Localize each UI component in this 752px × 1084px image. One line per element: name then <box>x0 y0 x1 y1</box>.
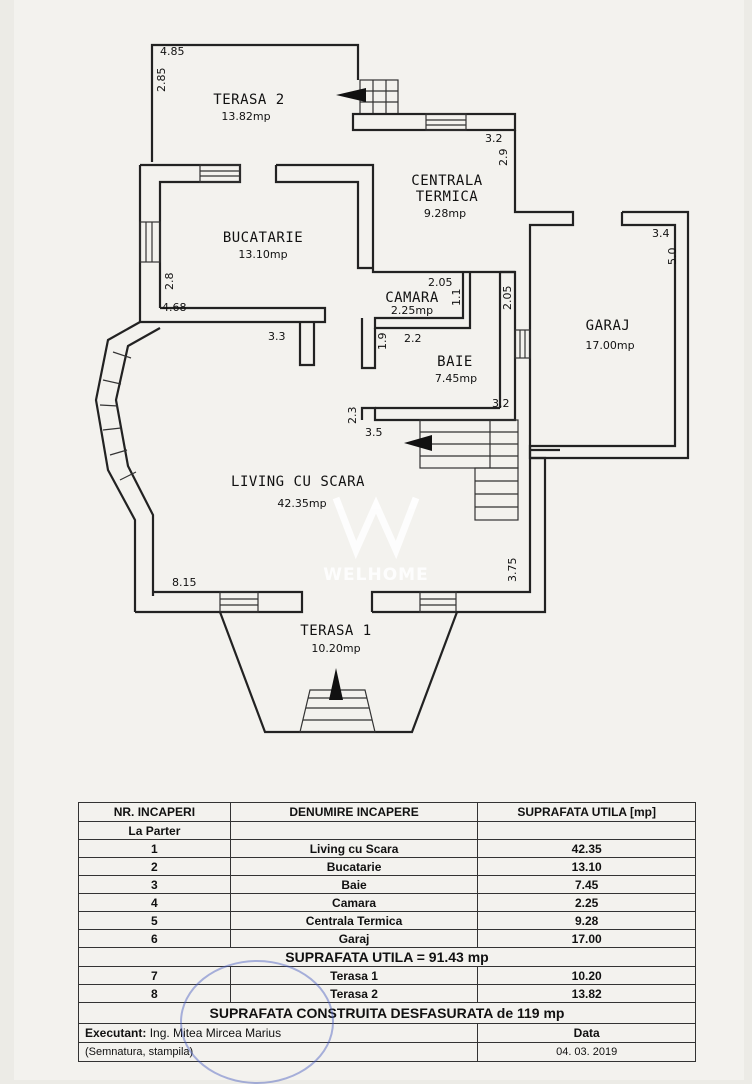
dim-label: 3.2 <box>485 132 503 145</box>
room-area-garaj: 17.00mp <box>585 339 634 352</box>
dim-label: 4.85 <box>160 45 185 58</box>
total-suprafata-construita: SUPRAFATA CONSTRUITA DESFASURATA de 119 … <box>78 1002 696 1024</box>
dim-label: 3.2 <box>492 397 510 410</box>
data-label: Data <box>477 1023 696 1043</box>
terasa-1-walls <box>218 611 459 734</box>
dim-label: 1.9 <box>376 333 389 351</box>
dim-label: 2.85 <box>155 68 168 93</box>
room-area-table: NR. INCAPERI DENUMIRE INCAPERE SUPRAFATA… <box>77 802 696 1062</box>
room-label-terasa-1: TERASA 1 <box>300 623 371 639</box>
bucatarie-walls <box>138 163 327 367</box>
executant-cell: Executant: Ing. Mitea Mircea Marius <box>77 1023 479 1043</box>
room-label-terasa-2: TERASA 2 <box>213 92 284 108</box>
dim-label: 2.05 <box>501 286 514 311</box>
dim-label: 3.75 <box>506 558 519 583</box>
room-label-baie: BAIE <box>437 354 473 370</box>
garaj-walls <box>528 210 690 460</box>
window-icon <box>219 591 259 613</box>
room-area-living: 42.35mp <box>277 497 326 510</box>
executant-name: Ing. Mitea Mircea Marius <box>149 1026 282 1040</box>
centrala-termica-walls <box>274 130 575 450</box>
total-suprafata-utila: SUPRAFATA UTILA = 91.43 mp <box>78 947 696 967</box>
room-area-centrala: 9.28mp <box>424 207 466 220</box>
table-header-nr: NR. INCAPERI <box>78 802 231 822</box>
window-icon <box>514 329 531 359</box>
dim-label: 5.0 <box>666 248 679 266</box>
table-header-suprafata: SUPRAFATA UTILA [mp] <box>477 802 696 822</box>
dim-label: 3.3 <box>268 330 286 343</box>
dim-label: 2.8 <box>163 273 176 291</box>
staircase <box>404 419 519 521</box>
entry-arrow-icon <box>329 668 343 700</box>
welhome-logo: WELHOME <box>323 496 428 585</box>
room-area-baie: 7.45mp <box>435 372 477 385</box>
floor-plan: WELHOME TERASA 2 13.82mp CENTRALA TERMIC… <box>94 43 690 734</box>
terasa-2-walls <box>150 43 517 162</box>
dim-label: 3.4 <box>652 227 670 240</box>
watermark-text: WELHOME <box>323 565 428 585</box>
room-label-bucatarie: BUCATARIE <box>223 230 303 246</box>
executant-label: Executant: <box>85 1026 147 1040</box>
dim-label: 2.05 <box>428 276 453 289</box>
room-label-camara: CAMARA <box>385 290 439 306</box>
dim-label: 2.9 <box>497 149 510 167</box>
room-label-garaj: GARAJ <box>586 318 631 334</box>
room-label-centrala: CENTRALA <box>411 173 483 189</box>
table-row: 5 Centrala Termica 9.28 <box>78 911 696 930</box>
dim-label: 2.2 <box>404 332 422 345</box>
room-area-terasa-1: 10.20mp <box>311 642 360 655</box>
table-header-denumire: DENUMIRE INCAPERE <box>229 802 479 822</box>
living-walls <box>94 321 560 614</box>
dim-label: 4.68 <box>162 301 187 314</box>
table-row: 3 Baie 7.45 <box>78 875 696 894</box>
window-icon <box>425 113 467 131</box>
semnatura-label: (Semnatura, stampila) <box>77 1042 479 1062</box>
table-level-label: La Parter <box>78 821 231 840</box>
table-row: 4 Camara 2.25 <box>78 893 696 912</box>
room-area-terasa-2: 13.82mp <box>221 110 270 123</box>
window-icon <box>139 221 161 263</box>
room-label-living: LIVING CU SCARA <box>231 474 365 490</box>
window-icon <box>199 164 241 183</box>
table-row: 8 Terasa 2 13.82 <box>78 984 696 1003</box>
dim-label: 1.1 <box>450 289 463 307</box>
table-row: 6 Garaj 17.00 <box>78 929 696 948</box>
dim-label: 8.15 <box>172 576 197 589</box>
window-icon <box>419 591 457 613</box>
entry-arrow-icon <box>336 88 366 102</box>
table-row: 1 Living cu Scara 42.35 <box>78 839 696 858</box>
room-area-bucatarie: 13.10mp <box>238 248 287 261</box>
dim-label: 2.3 <box>346 407 359 425</box>
table-row: 7 Terasa 1 10.20 <box>78 966 696 985</box>
document-date: 04. 03. 2019 <box>477 1042 696 1062</box>
table-row: 2 Bucatarie 13.10 <box>78 857 696 876</box>
camara-baie-walls <box>360 270 531 422</box>
stair-arrow-icon <box>404 435 432 451</box>
dim-label: 3.5 <box>365 426 383 439</box>
room-label-centrala-2: TERMICA <box>416 189 479 205</box>
room-area-camara: 2.25mp <box>391 304 433 317</box>
